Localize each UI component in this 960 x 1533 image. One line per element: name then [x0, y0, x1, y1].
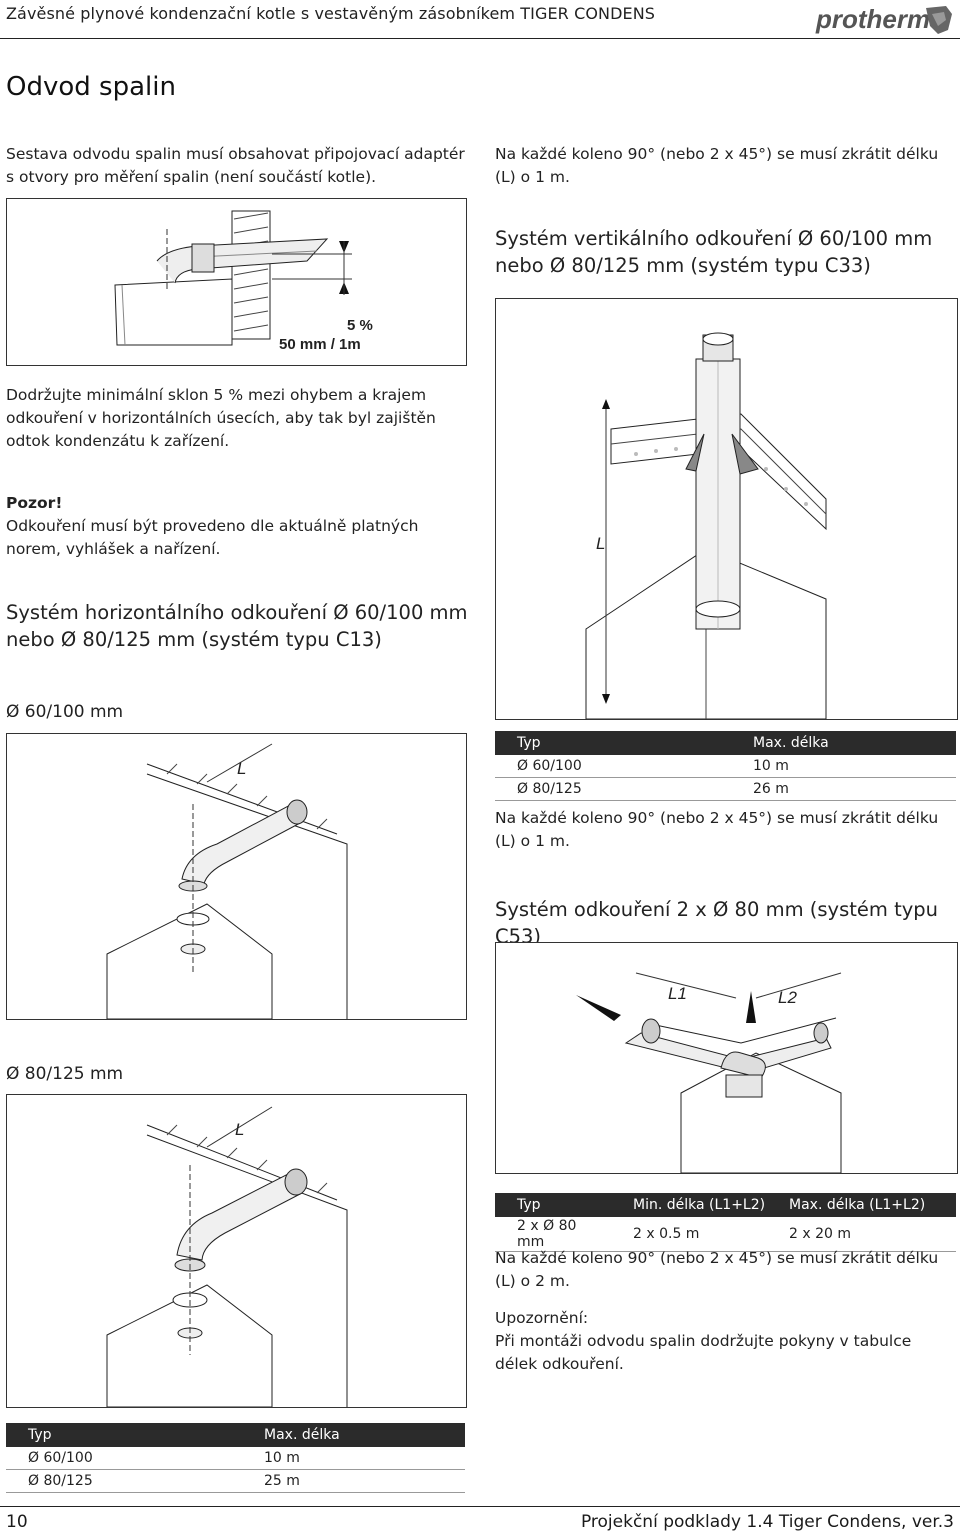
- ht-header-type: Typ: [6, 1423, 242, 1447]
- horizontal-figure-1: L: [6, 733, 467, 1020]
- c53-header-max: Max. délka (L1+L2): [789, 1193, 956, 1217]
- vertical-heading: Systém vertikálního odkouření Ø 60/100 m…: [495, 227, 933, 277]
- c53-l1-label: L1: [668, 984, 687, 1003]
- page-number: 10: [6, 1512, 28, 1532]
- horizontal-length-table: Typ Max. délka Ø 60/100 10 m Ø 80/125 25…: [6, 1423, 465, 1493]
- c53-cell: 2 x Ø 80 mm: [495, 1217, 611, 1252]
- vt-header-max: Max. délka: [731, 731, 956, 755]
- vertical-figure: L: [495, 298, 958, 720]
- horizontal2-l-label: L: [235, 1120, 244, 1139]
- vt-cell: 10 m: [731, 755, 956, 778]
- header-rule: [0, 38, 960, 39]
- c53-header-min: Min. délka (L1+L2): [611, 1193, 789, 1217]
- horizontal1-l-label: L: [237, 759, 246, 778]
- vertical-length-table: Typ Max. délka Ø 60/100 10 m Ø 80/125 26…: [495, 731, 956, 801]
- vt-cell: Ø 80/125: [495, 777, 731, 801]
- slope-figure: 5 % 50 mm / 1m: [6, 198, 467, 366]
- slope-percent-label: 5 %: [347, 317, 373, 334]
- c53-header-type: Typ: [495, 1193, 611, 1217]
- c53-note: Na každé koleno 90° (nebo 2 x 45°) se mu…: [495, 1249, 939, 1290]
- horizontal-sub2: Ø 80/125 mm: [6, 1064, 124, 1084]
- header-title: Závěsné plynové kondenzační kotle s vest…: [6, 4, 656, 23]
- ht-cell: Ø 80/125: [6, 1469, 242, 1493]
- intro-right: Na každé koleno 90° (nebo 2 x 45°) se mu…: [495, 145, 939, 186]
- footer-doc-title: Projekční podklady 1.4 Tiger Condens, ve…: [580, 1512, 954, 1532]
- footer-rule: [0, 1506, 960, 1507]
- c53-figure: L1 L2: [495, 942, 958, 1174]
- horizontal-figure-2: L: [6, 1094, 467, 1408]
- vertical-l-label: L: [596, 534, 605, 553]
- vertical-note: Na každé koleno 90° (nebo 2 x 45°) se mu…: [495, 809, 939, 850]
- logo-text: protherm: [815, 4, 930, 34]
- intro-left: Sestava odvodu spalin musí obsahovat při…: [6, 145, 465, 186]
- c53-notice-text: Při montáži odvodu spalin dodržujte poky…: [495, 1332, 912, 1373]
- ht-header-max: Max. délka: [242, 1423, 465, 1447]
- ht-cell: 25 m: [242, 1469, 465, 1493]
- warning-text: Odkouření musí být provedeno dle aktuáln…: [6, 517, 419, 558]
- c53-length-table: Typ Min. délka (L1+L2) Max. délka (L1+L2…: [495, 1193, 956, 1252]
- warning-title: Pozor!: [6, 494, 63, 512]
- horizontal-sub1: Ø 60/100 mm: [6, 702, 124, 722]
- section-title: Odvod spalin: [6, 72, 176, 102]
- ht-cell: 10 m: [242, 1447, 465, 1470]
- c53-cell: 2 x 0.5 m: [611, 1217, 789, 1252]
- vt-header-type: Typ: [495, 731, 731, 755]
- slope-ratio-label: 50 mm / 1m: [279, 336, 361, 353]
- ht-cell: Ø 60/100: [6, 1447, 242, 1470]
- vt-cell: 26 m: [731, 777, 956, 801]
- horizontal-heading: Systém horizontálního odkouření Ø 60/100…: [6, 601, 468, 651]
- c53-notice-title: Upozornění:: [495, 1309, 589, 1327]
- vt-cell: Ø 60/100: [495, 755, 731, 778]
- c53-cell: 2 x 20 m: [789, 1217, 956, 1252]
- protherm-logo: protherm: [814, 0, 954, 42]
- c53-l2-label: L2: [778, 988, 797, 1007]
- slope-text: Dodržujte minimální sklon 5 % mezi ohybe…: [6, 386, 436, 450]
